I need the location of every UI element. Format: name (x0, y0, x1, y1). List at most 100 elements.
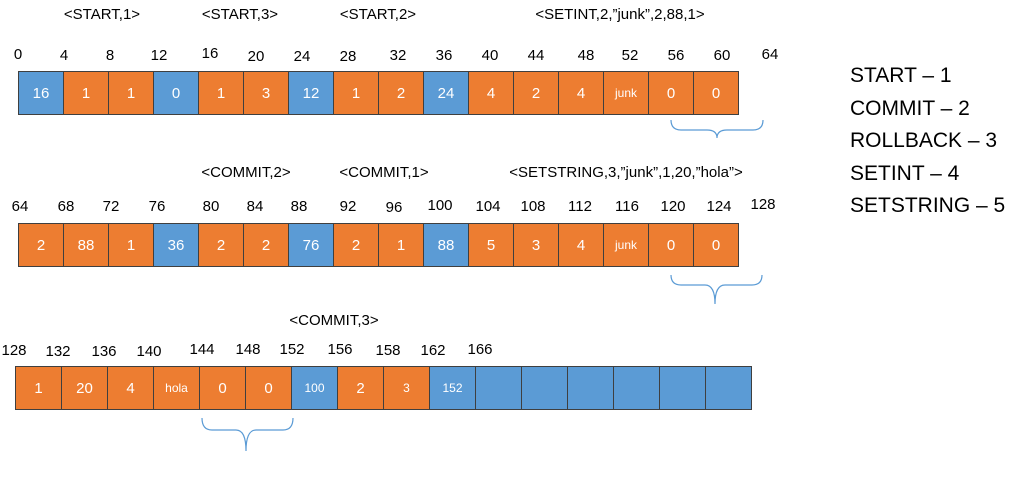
offset-label: 96 (385, 199, 403, 216)
offset-label: 28 (339, 48, 357, 65)
offset-label: 56 (667, 47, 685, 64)
offset-label: 36 (435, 47, 453, 64)
memory-cell: junk (603, 223, 649, 267)
offset-label: 112 (568, 198, 592, 215)
memory-cell: 1 (378, 223, 424, 267)
offset-label: 64 (761, 46, 779, 63)
memory-cell: 12 (288, 71, 334, 115)
offset-label: 162 (420, 342, 446, 359)
legend-item: SETINT – 4 (850, 161, 960, 185)
curly-brace (201, 417, 294, 452)
memory-cell: 2 (337, 366, 384, 410)
offset-label: 52 (621, 47, 639, 64)
memory-cell (475, 366, 522, 410)
memory-cell: 24 (423, 71, 469, 115)
legend-item: ROLLBACK – 3 (850, 129, 998, 152)
memory-cell: 3 (513, 223, 559, 267)
legend-item: SETSTRING – 5 (850, 194, 1006, 217)
memory-cell: 3 (243, 71, 289, 115)
offset-label: 152 (279, 341, 305, 358)
legend-item: START – 1 (850, 64, 952, 87)
memory-cell: 0 (648, 223, 694, 267)
offset-label: 4 (59, 47, 69, 64)
offset-label: 156 (327, 341, 353, 358)
memory-cell: 4 (558, 223, 604, 267)
record-label: <START,2> (339, 6, 417, 23)
offset-label: 136 (91, 343, 117, 360)
offset-label: 128 (1, 342, 27, 359)
memory-cells: 1 20 4 hola 0 0 100 2 3 152 (15, 366, 752, 410)
memory-cell: 100 (291, 366, 338, 410)
offset-label: 120 (660, 198, 686, 215)
memory-cell: 76 (288, 223, 334, 267)
memory-cell: 1 (63, 71, 109, 115)
curly-brace (670, 119, 764, 139)
offset-label: 104 (475, 198, 501, 215)
curly-brace (670, 274, 763, 305)
memory-cell: 5 (468, 223, 514, 267)
memory-cell: 36 (153, 223, 199, 267)
memory-cell (521, 366, 568, 410)
memory-cell (705, 366, 752, 410)
offset-label: 76 (148, 198, 166, 215)
record-label: <START,3> (201, 6, 279, 23)
offset-label: 140 (136, 343, 162, 360)
offset-label: 20 (247, 48, 265, 65)
record-label: <SETINT,2,”junk”,2,88,1> (535, 6, 705, 23)
memory-cells: 16 1 1 0 1 3 12 1 2 24 4 2 4 junk 0 0 (18, 71, 739, 115)
memory-cell: 0 (693, 223, 739, 267)
offset-label: 68 (57, 198, 75, 215)
opcode-legend: START – 1 COMMIT – 2 ROLLBACK – 3 SETINT… (850, 60, 1005, 223)
offset-label: 128 (750, 196, 776, 213)
memory-cell: 3 (383, 366, 430, 410)
offset-label: 12 (150, 47, 168, 64)
memory-cell: 0 (199, 366, 246, 410)
offset-label: 24 (293, 48, 311, 65)
memory-cell: 2 (333, 223, 379, 267)
offset-label: 166 (467, 341, 493, 358)
memory-cell (659, 366, 706, 410)
offset-label: 40 (481, 47, 499, 64)
memory-cell: 2 (513, 71, 559, 115)
offset-label: 116 (615, 198, 639, 215)
memory-cell: 2 (378, 71, 424, 115)
record-label: <COMMIT,1> (339, 164, 429, 181)
offset-label: 16 (201, 45, 219, 62)
memory-cell: 0 (245, 366, 292, 410)
offset-label: 32 (389, 47, 407, 64)
offset-label: 44 (527, 47, 545, 64)
memory-cell: 0 (153, 71, 199, 115)
offset-label: 92 (339, 198, 357, 215)
legend-item: COMMIT – 2 (850, 96, 970, 120)
memory-cell: 16 (18, 71, 64, 115)
memory-cell: 1 (108, 71, 154, 115)
offset-label: 108 (520, 198, 546, 215)
memory-cell: junk (603, 71, 649, 115)
memory-cell: 0 (648, 71, 694, 115)
offset-label: 0 (13, 46, 23, 63)
record-label: <COMMIT,2> (201, 164, 291, 181)
offset-label: 148 (235, 341, 261, 358)
offset-label: 88 (290, 198, 308, 215)
offset-label: 72 (102, 198, 120, 215)
offset-label: 144 (189, 341, 215, 358)
record-label: <SETSTRING,3,”junk”,1,20,”hola”> (509, 164, 743, 181)
memory-cell: 88 (423, 223, 469, 267)
memory-cell: 1 (333, 71, 379, 115)
offset-label: 158 (375, 342, 401, 359)
memory-cell (613, 366, 660, 410)
memory-cell: 1 (15, 366, 62, 410)
offset-label: 80 (202, 198, 220, 215)
memory-cell: 2 (18, 223, 64, 267)
memory-cell: 2 (198, 223, 244, 267)
offset-label: 124 (706, 198, 732, 215)
offset-label: 64 (11, 198, 29, 215)
offset-label: 100 (427, 197, 453, 214)
offset-label: 60 (713, 47, 731, 64)
memory-cell: 0 (693, 71, 739, 115)
memory-cell: 1 (198, 71, 244, 115)
memory-cells: 2 88 1 36 2 2 76 2 1 88 5 3 4 junk 0 0 (18, 223, 739, 267)
offset-label: 84 (246, 198, 264, 215)
memory-cell: 2 (243, 223, 289, 267)
